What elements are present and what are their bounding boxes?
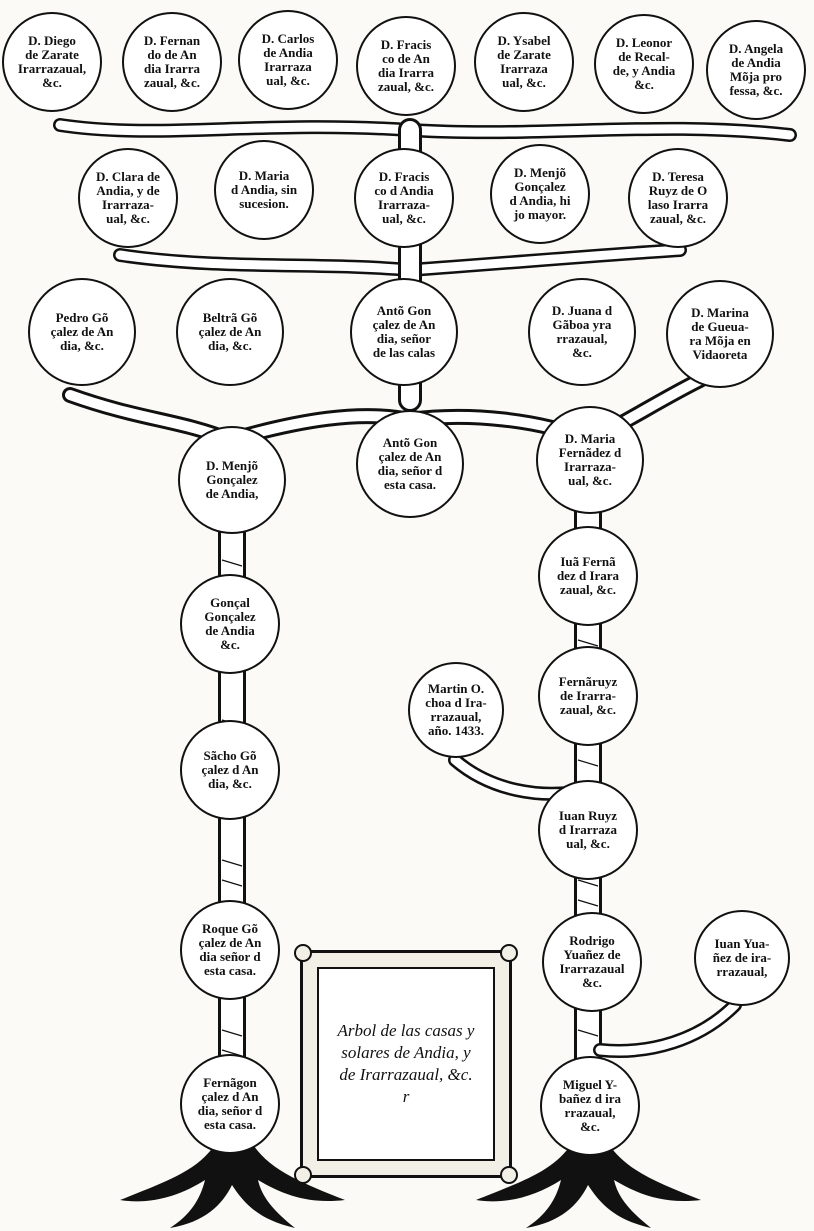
person-label: Antõ Gon çalez de An dia, señor d esta c… xyxy=(377,435,443,492)
medallion-ysabel-zarate: D. Ysabel de Zarate Irarraza ual, &c. xyxy=(474,12,574,112)
person-label: D. Maria d Andia, sin sucesion. xyxy=(230,168,298,211)
medallion-fernando-andia: D. Fernan do de An dia Irarra zaual, &c. xyxy=(122,12,222,112)
medallion-gonzal-gonzalez: Gonçal Gonçalez de Andia &c. xyxy=(180,574,280,674)
person-label: D. Leonor de Recal- de, y Andia &c. xyxy=(612,35,676,92)
medallion-clara-andia: D. Clara de Andia, y de Irarraza- ual, &… xyxy=(78,148,178,248)
tree-title: Arbol de las casas y solares de Andia, y… xyxy=(337,1021,475,1106)
person-label: Iuã Fernã dez d Irara zaual, &c. xyxy=(556,554,620,597)
person-label: Pedro Gõ çalez de An dia, &c. xyxy=(50,310,114,353)
person-label: D. Maria Fernãdez d Irarraza- ual, &c. xyxy=(558,431,622,488)
person-label: Iuan Ruyz d Irarraza ual, &c. xyxy=(558,808,618,851)
person-label: Gonçal Gonçalez de Andia &c. xyxy=(204,595,256,652)
roots xyxy=(120,1140,701,1228)
medallion-maria-andia: D. Maria d Andia, sin sucesion. xyxy=(214,140,314,240)
roots-right xyxy=(476,1140,701,1228)
medallion-rodrigo-yanez: Rodrigo Yuañez de Irarrazaual &c. xyxy=(542,912,642,1012)
medallion-maria-fernandez: D. Maria Fernãdez d Irarraza- ual, &c. xyxy=(536,406,644,514)
person-label: D. Clara de Andia, y de Irarraza- ual, &… xyxy=(96,169,160,226)
medallion-fernan-gonzalez: Fernãgon çalez d An dia, señor d esta ca… xyxy=(180,1054,280,1154)
person-label: D. Fernan do de An dia Irarra zaual, &c. xyxy=(143,33,201,90)
medallion-anton-gonzalez-1: Antõ Gon çalez de An dia, señor de las c… xyxy=(350,278,458,386)
person-label: Beltrã Gõ çalez de An dia, &c. xyxy=(198,310,262,353)
cartouche-frame: Arbol de las casas y solares de Andia, y… xyxy=(317,967,495,1161)
cartouche-corner xyxy=(500,1166,518,1184)
cartouche-corner xyxy=(294,944,312,962)
medallion-menjo-gonzalez: D. Menjõ Gonçalez de Andia, xyxy=(178,426,286,534)
medallion-angela-andia: D. Angela de Andia Mõja pro fessa, &c. xyxy=(706,20,806,120)
medallion-juan-fernandez: Iuã Fernã dez d Irara zaual, &c. xyxy=(538,526,638,626)
medallion-martin-ochoa: Martin O. choa d Ira- rrazaual, año. 143… xyxy=(408,662,504,758)
person-label: D. Fracis co de An dia Irarra zaual, &c. xyxy=(378,37,434,94)
medallion-fernan-ruyz: Fernãruyz de Irarra- zaual, &c. xyxy=(538,646,638,746)
person-label: D. Teresa Ruyz de O laso Irarra zaual, &… xyxy=(647,169,709,226)
person-label: D. Menjõ Gonçalez d Andia, hi jo mayor. xyxy=(509,165,571,222)
medallion-sancho-gonzalez: Sãcho Gõ çalez d An dia, &c. xyxy=(180,720,280,820)
medallion-juan-yanez: Iuan Yua- ñez de ira- rrazaual, xyxy=(694,910,790,1006)
person-label: D. Juana d Gãboa yra rrazaual, &c. xyxy=(551,303,613,360)
person-label: Fernãgon çalez d An dia, señor d esta ca… xyxy=(197,1075,263,1132)
roots-left xyxy=(120,1140,345,1228)
medallion-beltran-gonzalez: Beltrã Gõ çalez de An dia, &c. xyxy=(176,278,284,386)
person-label: D. Angela de Andia Mõja pro fessa, &c. xyxy=(728,41,784,98)
medallion-leonor-recalde: D. Leonor de Recal- de, y Andia &c. xyxy=(594,14,694,114)
medallion-pedro-gonzalez: Pedro Gõ çalez de An dia, &c. xyxy=(28,278,136,386)
person-label: D. Carlos de Andia Irarraza ual, &c. xyxy=(261,31,315,88)
branch-juan-yanez-fill xyxy=(595,1000,740,1056)
person-label: Fernãruyz de Irarra- zaual, &c. xyxy=(558,674,618,717)
cartouche-corner xyxy=(294,1166,312,1184)
medallion-juan-ruyz: Iuan Ruyz d Irarraza ual, &c. xyxy=(538,780,638,880)
person-label: D. Menjõ Gonçalez de Andia, xyxy=(205,458,259,501)
medallion-marina-guevara: D. Marina de Gueua- ra Mõja en Vidaoreta xyxy=(666,280,774,388)
person-label: D. Marina de Gueua- ra Mõja en Vidaoreta xyxy=(689,305,751,362)
person-label: Martin O. choa d Ira- rrazaual, año. 143… xyxy=(425,681,487,738)
person-label: Antõ Gon çalez de An dia, señor de las c… xyxy=(372,303,436,360)
person-label: Sãcho Gõ çalez d An dia, &c. xyxy=(201,748,259,791)
person-label: D. Diego de Zarate Irarrazaual, &c. xyxy=(17,33,87,90)
medallion-carlos-andia: D. Carlos de Andia Irarraza ual, &c. xyxy=(238,10,338,110)
person-label: D. Ysabel de Zarate Irarraza ual, &c. xyxy=(497,33,551,90)
medallion-diego-zarate: D. Diego de Zarate Irarrazaual, &c. xyxy=(2,12,102,112)
medallion-miguel-yanez: Miguel Y- bañez d ira rrazaual, &c. xyxy=(540,1056,640,1156)
medallion-menjo-gonzalez-hijo: D. Menjõ Gonçalez d Andia, hi jo mayor. xyxy=(490,144,590,244)
person-label: Miguel Y- bañez d ira rrazaual, &c. xyxy=(558,1077,622,1134)
person-label: Iuan Yua- ñez de ira- rrazaual, xyxy=(712,936,772,979)
medallion-roque-gonzalez: Roque Gõ çalez de An dia señor d esta ca… xyxy=(180,900,280,1000)
medallion-anton-gonzalez-2: Antõ Gon çalez de An dia, señor d esta c… xyxy=(356,410,464,518)
person-label: Roque Gõ çalez de An dia señor d esta ca… xyxy=(198,921,262,978)
person-label: Rodrigo Yuañez de Irarrazaual &c. xyxy=(559,933,625,990)
person-label: D. Fracis co d Andia Irarraza- ual, &c. xyxy=(374,169,434,226)
medallion-francisco-andia-1: D. Fracis co de An dia Irarra zaual, &c. xyxy=(356,16,456,116)
medallion-juana-gamboa: D. Juana d Gãboa yra rrazaual, &c. xyxy=(528,278,636,386)
cartouche-corner xyxy=(500,944,518,962)
medallion-francisco-andia-2: D. Fracis co d Andia Irarraza- ual, &c. xyxy=(354,148,454,248)
medallion-teresa-ruyz: D. Teresa Ruyz de O laso Irarra zaual, &… xyxy=(628,148,728,248)
title-cartouche: Arbol de las casas y solares de Andia, y… xyxy=(294,944,518,1184)
